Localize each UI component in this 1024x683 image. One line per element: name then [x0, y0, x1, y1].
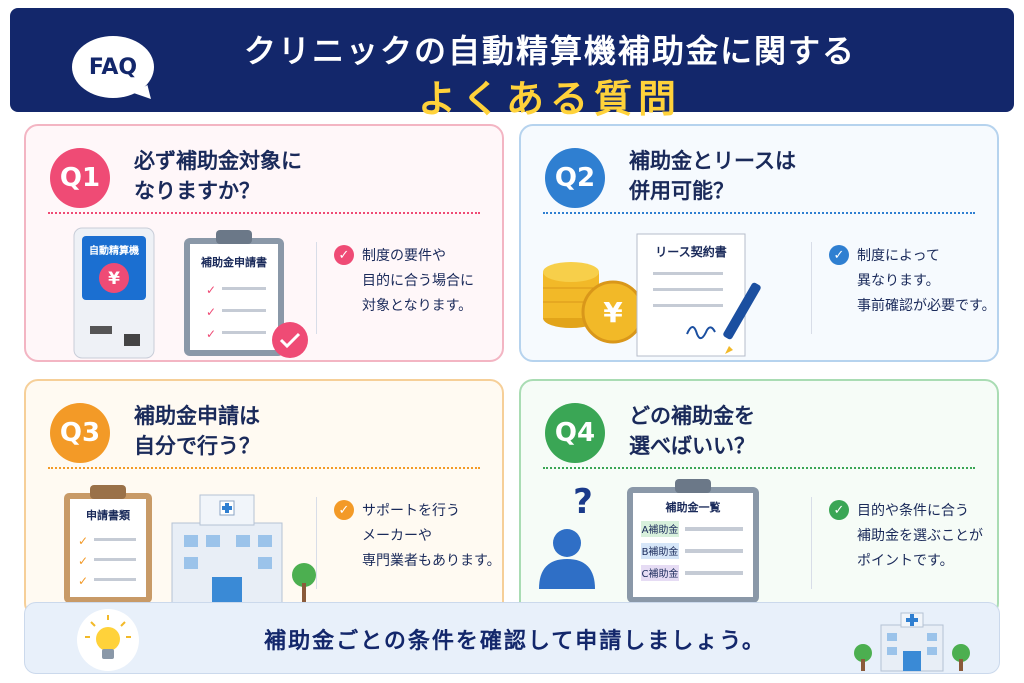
q1-badge: Q1 [50, 148, 110, 208]
q1-check-icon: ✓ [334, 245, 354, 265]
q4-divider-dots [543, 467, 975, 469]
q2-answer-line: 事前確認が必要です。 [857, 298, 996, 314]
q1-question-line2: なりますか？ [134, 179, 260, 203]
clipboard-title: 申請書類 [86, 508, 131, 522]
hospital-building-icon [171, 494, 283, 606]
q2-check-icon: ✓ [829, 245, 849, 265]
q3-divider-dots [48, 467, 480, 469]
q4-badge: Q4 [545, 403, 605, 463]
q3-badge: Q3 [50, 403, 110, 463]
q4-answer-line: 目的や条件に合う [857, 503, 969, 519]
q1-answer: ✓ 制度の要件や 目的に合う場合に 対象となります。 [334, 244, 474, 319]
q3-answer-line: サポートを行う [362, 503, 460, 519]
faq-label: FAQ [88, 54, 138, 80]
coin-stack-icon: ¥ [543, 262, 645, 344]
footer-banner: 補助金ごとの条件を確認して申請しましょう。 [24, 602, 1000, 674]
q1-answer-divider [316, 242, 317, 334]
lightbulb-icon [77, 609, 139, 671]
svg-text:✓: ✓ [78, 554, 88, 568]
q2-answer: ✓ 制度によって 異なります。 事前確認が必要です。 [829, 244, 996, 319]
footer-message: 補助金ごとの条件を確認して申請しましょう。 [264, 629, 766, 654]
q2-question-line2: 併用可能？ [629, 179, 734, 203]
kiosk-label: 自動精算機 [89, 244, 139, 257]
q1-illustration: 自動精算機 ¥ 補助金申請書 ✓ ✓ ✓ [73, 227, 308, 359]
subsidy-row-b: B補助金 [642, 545, 679, 558]
q3-check-icon: ✓ [334, 500, 354, 520]
faq-card-q4: Q4 どの補助金を 選べばいい？ ? 補助金一覧 A補助金 B補助金 C補助金 [519, 379, 999, 617]
svg-text:✓: ✓ [78, 534, 88, 548]
clipboard-title: 補助金一覧 [665, 500, 721, 514]
q3-question: 補助金申請は 自分で行う？ [134, 401, 260, 461]
q4-check-icon: ✓ [829, 500, 849, 520]
coin-yen: ¥ [603, 296, 623, 329]
q2-answer-line: 制度によって [857, 248, 940, 264]
q2-illustration: ¥ リース契約書 [543, 233, 761, 357]
q2-answer-line: 異なります。 [857, 273, 940, 289]
q4-answer-divider [811, 497, 812, 589]
clipboard-title: 補助金申請書 [200, 255, 267, 269]
page-subtitle: よくある質問 [417, 77, 682, 121]
q1-question: 必ず補助金対象に なりますか？ [134, 146, 302, 206]
faq-card-q3: Q3 補助金申請は 自分で行う？ 申請書類 ✓ ✓ ✓ [24, 379, 504, 617]
q3-answer-line: メーカーや [362, 528, 432, 544]
kiosk-machine-icon: 自動精算機 ¥ [73, 227, 155, 359]
svg-text:✓: ✓ [206, 305, 216, 319]
tree-icon [292, 563, 316, 603]
header-banner: FAQ クリニックの自動精算機補助金に関する よくある質問 [10, 8, 1014, 121]
page-title: クリニックの自動精算機補助金に関する [243, 32, 856, 70]
thinking-person-icon: ? [539, 482, 595, 589]
clinic-building-icon [854, 612, 970, 672]
q4-question-line2: 選べばいい？ [629, 434, 755, 458]
q4-question-line1: どの補助金を [629, 404, 755, 428]
q2-divider-dots [543, 212, 975, 214]
subsidy-list-clipboard-icon: 補助金一覧 A補助金 B補助金 C補助金 [627, 479, 759, 603]
subsidy-row-c: C補助金 [642, 567, 679, 580]
q2-answer-divider [811, 242, 812, 334]
application-clipboard-icon: 補助金申請書 ✓ ✓ ✓ [184, 230, 308, 358]
contract-title: リース契約書 [655, 244, 726, 259]
q3-answer-divider [316, 497, 317, 589]
question-mark: ? [573, 482, 593, 522]
q4-answer: ✓ 目的や条件に合う 補助金を選ぶことが ポイントです。 [829, 499, 983, 574]
q3-question-line2: 自分で行う？ [134, 434, 260, 458]
subsidy-row-a: A補助金 [642, 523, 679, 536]
q2-question: 補助金とリースは 併用可能？ [629, 146, 796, 206]
q4-question: どの補助金を 選べばいい？ [629, 401, 755, 461]
q1-answer-line: 対象となります。 [362, 298, 473, 314]
q1-divider-dots [48, 212, 480, 214]
yen-symbol: ¥ [108, 269, 120, 289]
q3-illustration: 申請書類 ✓ ✓ ✓ [64, 485, 316, 606]
q1-answer-line: 制度の要件や [362, 248, 446, 264]
documents-clipboard-icon: 申請書類 ✓ ✓ ✓ [64, 485, 152, 603]
faq-card-q2: Q2 補助金とリースは 併用可能？ ¥ リース契約書 ✓ [519, 124, 999, 362]
q1-question-line1: 必ず補助金対象に [134, 149, 302, 173]
q2-question-line1: 補助金とリースは [629, 149, 796, 173]
q3-answer: ✓ サポートを行う メーカーや 専門業者もあります。 [334, 499, 501, 574]
q4-illustration: ? 補助金一覧 A補助金 B補助金 C補助金 [539, 479, 759, 603]
q1-answer-line: 目的に合う場合に [362, 273, 474, 289]
pen-icon [723, 282, 761, 354]
q4-answer-line: 補助金を選ぶことが [857, 528, 983, 544]
q3-question-line1: 補助金申請は [134, 404, 260, 428]
faq-speech-bubble-icon: FAQ [72, 36, 154, 98]
svg-text:✓: ✓ [206, 283, 216, 297]
svg-text:✓: ✓ [78, 574, 88, 588]
q4-answer-line: ポイントです。 [857, 553, 954, 569]
svg-text:✓: ✓ [206, 327, 216, 341]
faq-card-q1: Q1 必ず補助金対象に なりますか？ 自動精算機 ¥ 補助金申請書 ✓ ✓ ✓ [24, 124, 504, 362]
q2-badge: Q2 [545, 148, 605, 208]
q3-answer-line: 専門業者もあります。 [362, 553, 501, 569]
